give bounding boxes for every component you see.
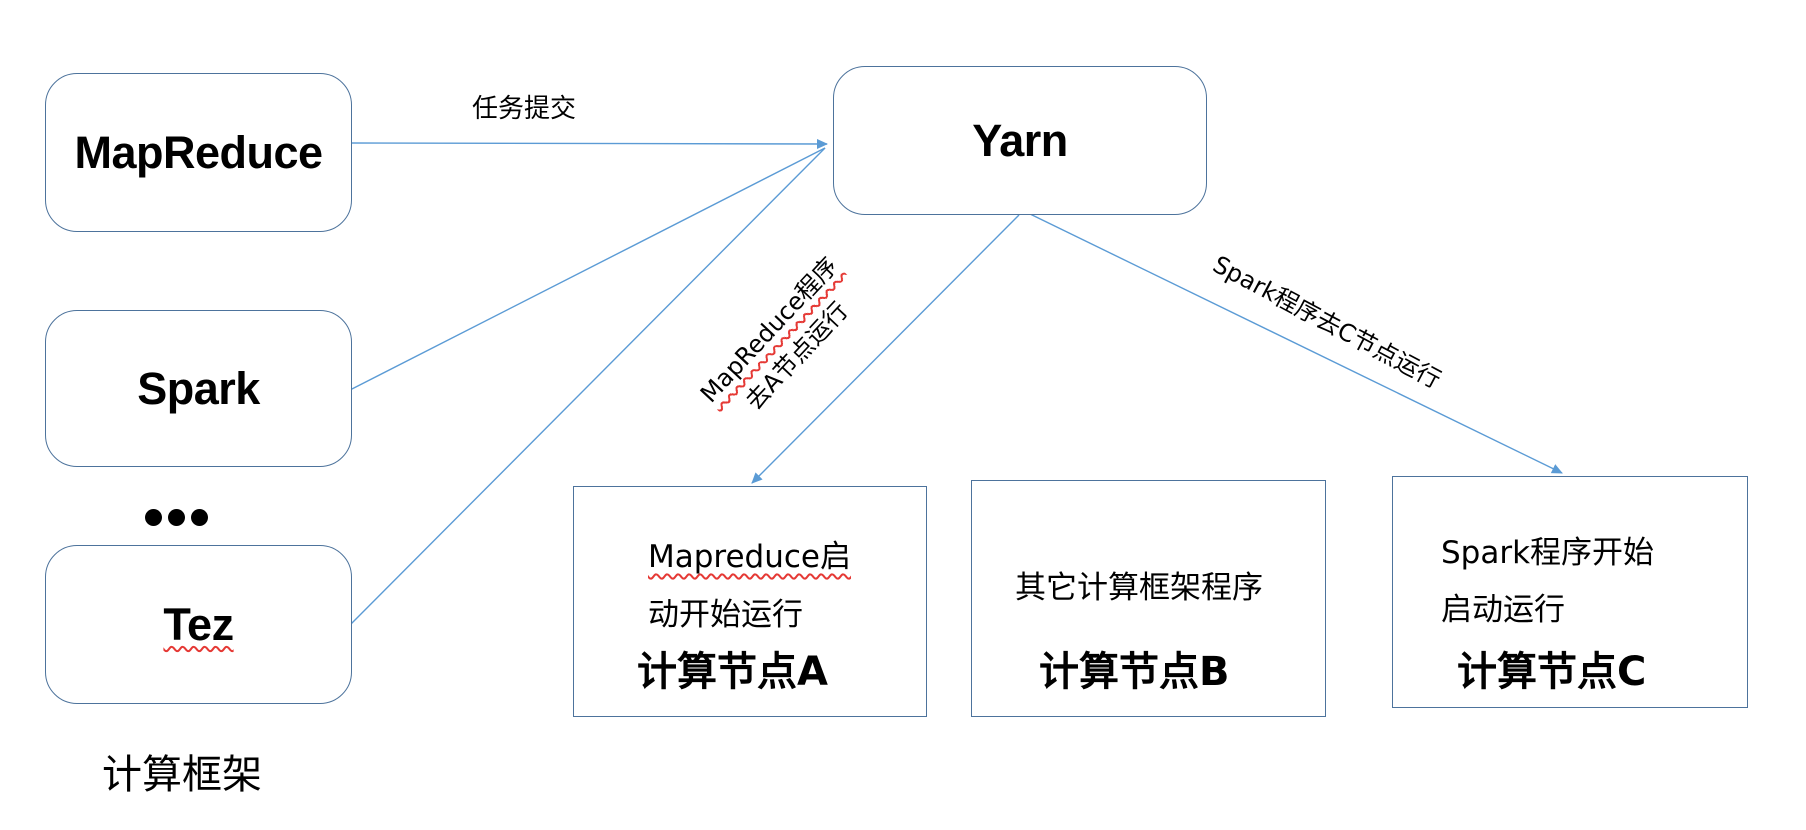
ellipsis-icon <box>145 509 208 526</box>
compute-node-b-line-1: 其它计算框架程序 <box>1015 570 1263 606</box>
framework-tez-label: Tez <box>163 598 234 650</box>
scheduler-yarn[interactable]: Yarn <box>833 66 1207 215</box>
compute-node-a-line-1: Mapreduce启 <box>648 531 851 576</box>
compute-node-a-title: 计算节点A <box>637 649 828 695</box>
compute-node-c-line-2: 启动运行 <box>1441 592 1565 628</box>
edge-label-task-submit: 任务提交 <box>472 94 577 124</box>
framework-mapreduce-label: MapReduce <box>74 126 323 178</box>
compute-node-b-title: 计算节点B <box>1039 649 1230 695</box>
edge-spark-to-yarn <box>347 147 826 392</box>
compute-node-c-title: 计算节点C <box>1457 649 1647 695</box>
framework-spark-label: Spark <box>137 362 260 414</box>
compute-node-c-line-1: Spark程序开始 <box>1441 535 1655 571</box>
compute-node-b[interactable]: 其它计算框架程序 计算节点B <box>971 480 1326 717</box>
compute-node-a-line-2: 动开始运行 <box>648 597 803 633</box>
framework-mapreduce[interactable]: MapReduce <box>45 73 352 232</box>
ellipsis-dot <box>191 509 208 526</box>
compute-node-c[interactable]: Spark程序开始 启动运行 计算节点C <box>1392 476 1748 708</box>
edge-mapreduce-to-yarn <box>347 138 828 149</box>
edge-yarn-to-node-c <box>1027 212 1563 474</box>
edge-tez-to-yarn <box>347 147 826 628</box>
scheduler-yarn-label: Yarn <box>972 114 1068 166</box>
edge-yarn-to-node-a <box>751 214 1020 484</box>
framework-spark[interactable]: Spark <box>45 310 352 467</box>
framework-tez[interactable]: Tez <box>45 545 352 704</box>
compute-node-a-line-1-text: Mapreduce启 <box>648 539 851 575</box>
compute-node-a[interactable]: Mapreduce启 动开始运行 计算节点A <box>573 486 927 717</box>
ellipsis-dot <box>145 509 162 526</box>
ellipsis-dot <box>168 509 185 526</box>
frameworks-caption: 计算框架 <box>102 752 262 798</box>
